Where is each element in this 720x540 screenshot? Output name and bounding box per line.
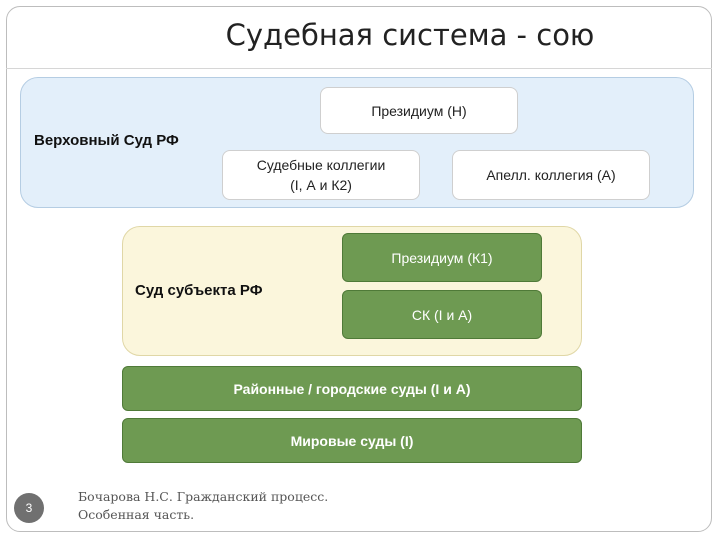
- magistrate-courts-box: Мировые суды (I): [122, 418, 582, 463]
- judicial-collegia-line2: (I, А и К2): [290, 177, 352, 193]
- supreme-court-label: Верховный Суд РФ: [34, 132, 179, 149]
- appeal-collegium-box: Апелл. коллегия (А): [452, 150, 650, 200]
- subject-sk-box: СК (I и А): [342, 290, 542, 339]
- footer-citation: Бочарова Н.С. Гражданский процесс. Особе…: [78, 488, 328, 524]
- slide-title: Судебная система - сою: [225, 18, 595, 52]
- footer-line1: Бочарова Н.С. Гражданский процесс.: [78, 489, 329, 504]
- district-courts-box: Районные / городские суды (I и А): [122, 366, 582, 411]
- page-number-badge: 3: [14, 493, 44, 523]
- subject-court-label: Суд субъекта РФ: [135, 282, 263, 299]
- judicial-collegia-line1: Судебные коллегии: [256, 157, 386, 173]
- footer-line2: Особенная часть.: [78, 507, 195, 522]
- supreme-presidium-box: Президиум (Н): [320, 87, 518, 134]
- subject-presidium-box: Президиум (К1): [342, 233, 542, 282]
- judicial-collegia-box: Судебные коллегии (I, А и К2): [222, 150, 420, 200]
- title-divider: [6, 68, 712, 69]
